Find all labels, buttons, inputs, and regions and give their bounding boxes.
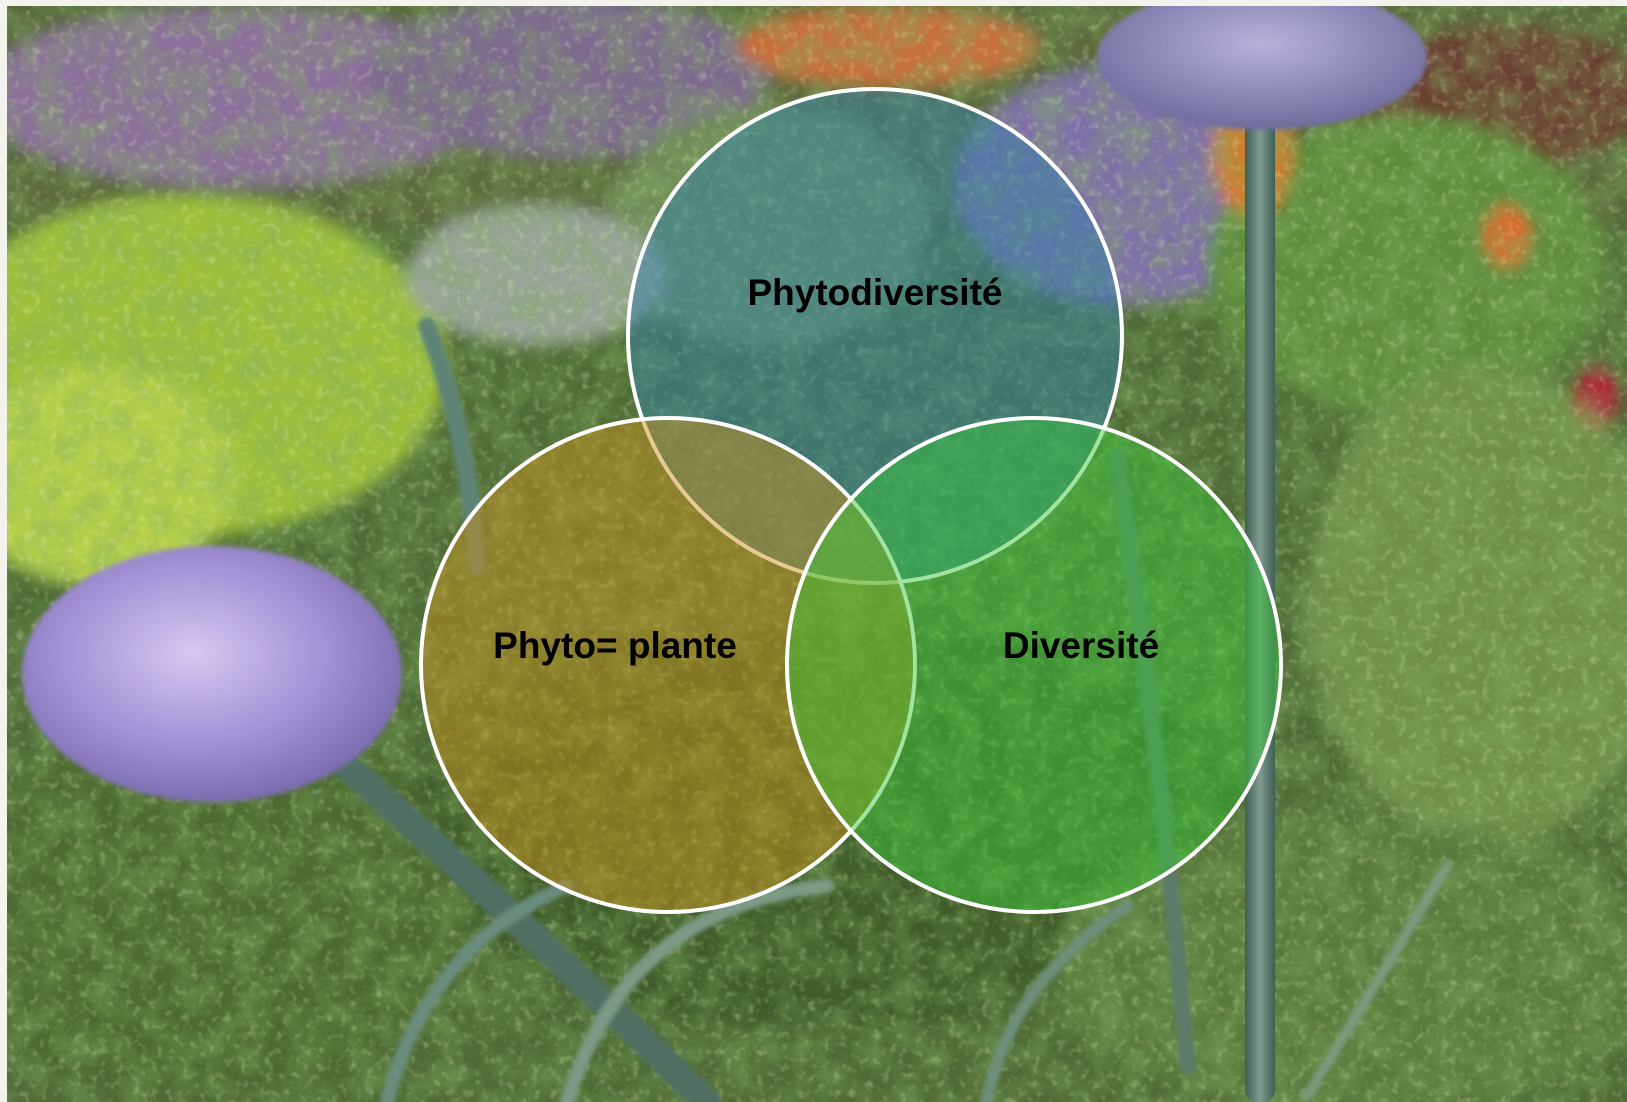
venn-label-phytodiversite: Phytodiversité (748, 272, 1003, 313)
venn-label-phyto-plante: Phyto= plante (493, 625, 737, 666)
venn-label-diversite: Diversité (1003, 625, 1159, 666)
